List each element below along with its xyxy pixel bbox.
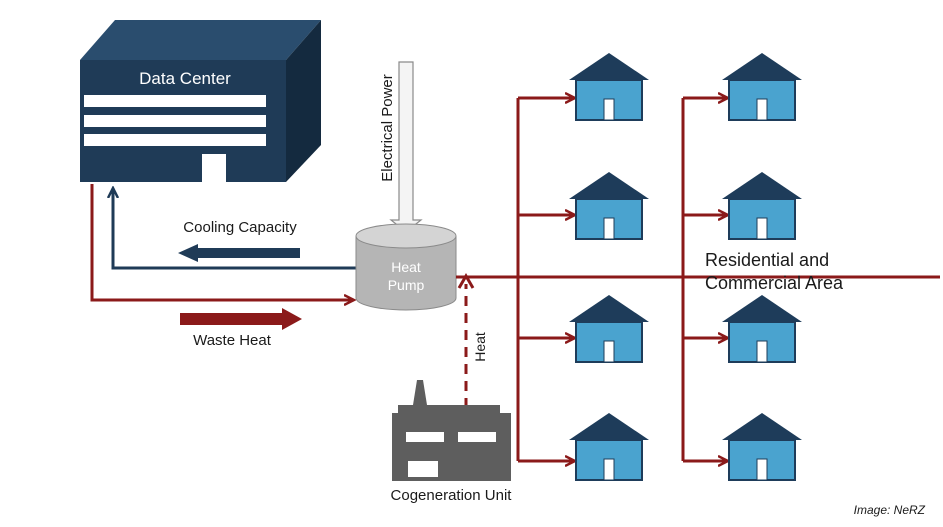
house-icon bbox=[721, 294, 803, 363]
electrical-power-label: Electrical Power bbox=[379, 74, 396, 182]
cooling-return-line bbox=[113, 188, 358, 270]
cogeneration-unit-label: Cogeneration Unit bbox=[391, 487, 513, 504]
house-icon bbox=[568, 171, 650, 240]
residential-label-line2: Commercial Area bbox=[705, 273, 844, 293]
house-icon bbox=[568, 52, 650, 121]
house-icon bbox=[721, 171, 803, 240]
waste-heat-line bbox=[90, 184, 354, 300]
image-credit: Image: NeRZ bbox=[854, 503, 926, 517]
heat-supply-dashed-line bbox=[457, 273, 475, 408]
waste-heat-arrow bbox=[180, 308, 302, 330]
cooling-capacity-label: Cooling Capacity bbox=[183, 219, 297, 236]
residential-label-line1: Residential and bbox=[705, 250, 829, 270]
heat-pump-label-line2: Pump bbox=[388, 277, 425, 293]
house-icon bbox=[568, 412, 650, 481]
heat-pump: Heat Pump bbox=[355, 223, 457, 311]
distribution-network bbox=[456, 98, 940, 461]
data-center: Data Center bbox=[80, 20, 321, 182]
house-icon bbox=[721, 412, 803, 481]
cooling-capacity-arrow bbox=[178, 244, 300, 262]
heat-pump-label-line1: Heat bbox=[391, 259, 421, 275]
cogeneration-unit: Cogeneration Unit bbox=[391, 380, 513, 504]
data-center-label: Data Center bbox=[139, 69, 231, 88]
house-icon bbox=[721, 52, 803, 121]
server-box-icon bbox=[80, 20, 321, 182]
cylinder-icon bbox=[355, 223, 457, 311]
waste-heat-label: Waste Heat bbox=[193, 332, 272, 349]
heat-label: Heat bbox=[472, 332, 488, 362]
factory-icon bbox=[392, 380, 511, 481]
house-icon bbox=[568, 294, 650, 363]
